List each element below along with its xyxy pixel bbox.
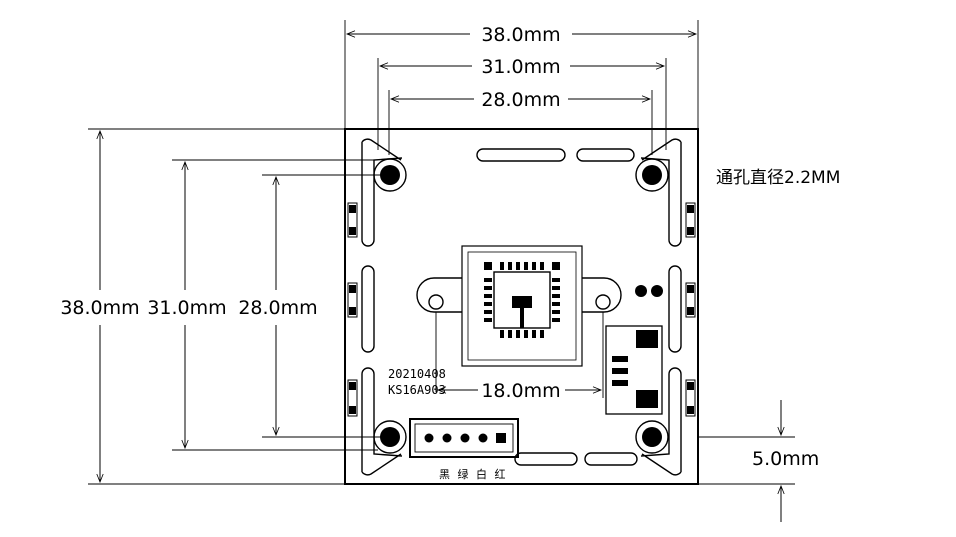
dim-bottom-offset: 5.0mm xyxy=(752,400,819,522)
component-right-1 xyxy=(685,202,696,238)
lens-ear-right xyxy=(582,277,622,313)
regulator-ic xyxy=(605,325,663,415)
date-code: 20210408 xyxy=(388,367,446,381)
round-pads xyxy=(635,285,663,297)
connector-pin xyxy=(460,433,470,443)
side-components xyxy=(347,202,696,417)
corner-slot-bottom-left xyxy=(361,367,403,476)
hole-diameter-note: 通孔直径2.2MM xyxy=(716,168,840,188)
sensor-outer xyxy=(461,245,583,367)
slot-top-2 xyxy=(576,148,635,162)
lens-ear-left xyxy=(416,277,462,313)
slot-top-1 xyxy=(476,148,566,162)
corner-slot-bottom-right xyxy=(640,367,682,476)
component-left-3 xyxy=(347,379,358,417)
mounting-hole-bottom-left xyxy=(373,420,407,454)
connector-wire-colors: 黑 绿 白 红 xyxy=(439,467,508,481)
model-code: KS16A903 xyxy=(388,383,446,397)
connector xyxy=(409,418,519,458)
slot-bottom-1 xyxy=(514,452,578,466)
connector-pin xyxy=(424,433,434,443)
dim-left-middle: 31.0mm xyxy=(147,160,227,450)
dim-left-inner-label: 28.0mm xyxy=(238,297,317,319)
dim-left-middle-label: 31.0mm xyxy=(147,297,226,319)
dim-hole-spacing-inner: 18.0mm xyxy=(435,312,604,402)
dim-top-middle: 31.0mm xyxy=(378,56,666,78)
mounting-holes xyxy=(373,158,669,454)
lens-ear-left-hole xyxy=(428,294,444,310)
slot-right-mid xyxy=(668,265,682,353)
sensor-pads xyxy=(484,262,560,338)
lens-holder-ears xyxy=(416,277,622,313)
board-features xyxy=(361,138,682,476)
dim-top-outer-label: 38.0mm xyxy=(481,24,560,46)
dim-top-inner: 28.0mm xyxy=(389,89,652,111)
component-left-2 xyxy=(347,282,358,318)
image-sensor xyxy=(461,245,583,367)
extension-lines xyxy=(88,20,795,485)
board-outline xyxy=(344,128,699,485)
mounting-hole-top-left xyxy=(373,158,407,192)
mounting-hole-top-right xyxy=(635,158,669,192)
slot-bottom-2 xyxy=(584,452,638,466)
connector-pin xyxy=(496,433,506,443)
dim-hole-spacing-inner-label: 18.0mm xyxy=(481,380,560,402)
dim-left-outer-label: 38.0mm xyxy=(60,297,139,319)
corner-slot-top-right xyxy=(640,138,682,247)
connector-pin xyxy=(478,433,488,443)
dim-top-middle-label: 31.0mm xyxy=(481,56,560,78)
corner-slot-top-left xyxy=(361,138,403,247)
connector-body xyxy=(409,418,519,458)
sensor-inner xyxy=(467,251,577,361)
dim-top-outer: 38.0mm xyxy=(345,24,698,46)
dim-left-inner: 28.0mm xyxy=(238,175,318,437)
lens-ear-right-hole xyxy=(595,294,611,310)
slot-left-mid xyxy=(361,265,375,353)
component-left-1 xyxy=(347,202,358,238)
dim-left-outer: 38.0mm xyxy=(60,129,140,484)
dim-top-inner-label: 28.0mm xyxy=(481,89,560,111)
mounting-hole-bottom-right xyxy=(635,420,669,454)
component-right-3 xyxy=(685,379,696,417)
connector-pin xyxy=(442,433,452,443)
dim-bottom-offset-label: 5.0mm xyxy=(752,448,819,470)
component-right-2 xyxy=(685,282,696,318)
